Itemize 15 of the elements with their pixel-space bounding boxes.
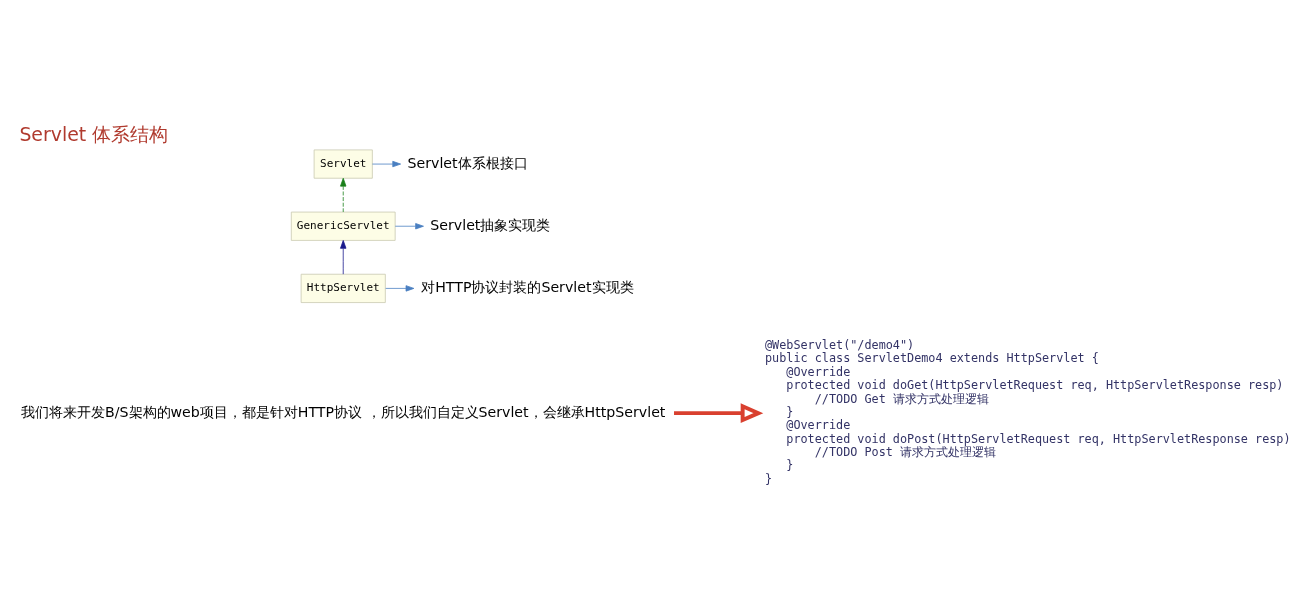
node-box: GenericServlet <box>290 211 396 241</box>
node-box: Servlet <box>313 149 373 179</box>
arrow <box>674 403 764 423</box>
arrow <box>340 240 347 275</box>
node-text: Servlet抽象实现类 <box>430 216 551 233</box>
node-text: @WebServlet("/demo4") public class ServletDemo4 extends HttpServlet { @Override protected void doGet(HttpServletRequest req, HttpServletResponse resp) //TODO Get 请求方式处理逻辑 } @Override protected void doPost(HttpServletRequest req, HttpServletResponse resp) //TODO Post 请求方式处理逻辑 } } <box>765 337 1291 486</box>
arrow <box>394 223 424 230</box>
node-box: HttpServlet <box>300 273 386 303</box>
arrow <box>340 177 347 213</box>
arrow <box>385 285 415 292</box>
node-text: 我们将来开发B/S架构的web项目，都是针对HTTP协议 ，所以我们自定义Servlet，会继承HttpServlet <box>21 403 666 420</box>
node-text: 对HTTP协议封装的Servlet实现类 <box>421 278 634 295</box>
diagram-title: Servlet 体系结构 <box>19 123 169 146</box>
arrow <box>371 160 402 168</box>
node-text: Servlet体系根接口 <box>407 154 528 171</box>
